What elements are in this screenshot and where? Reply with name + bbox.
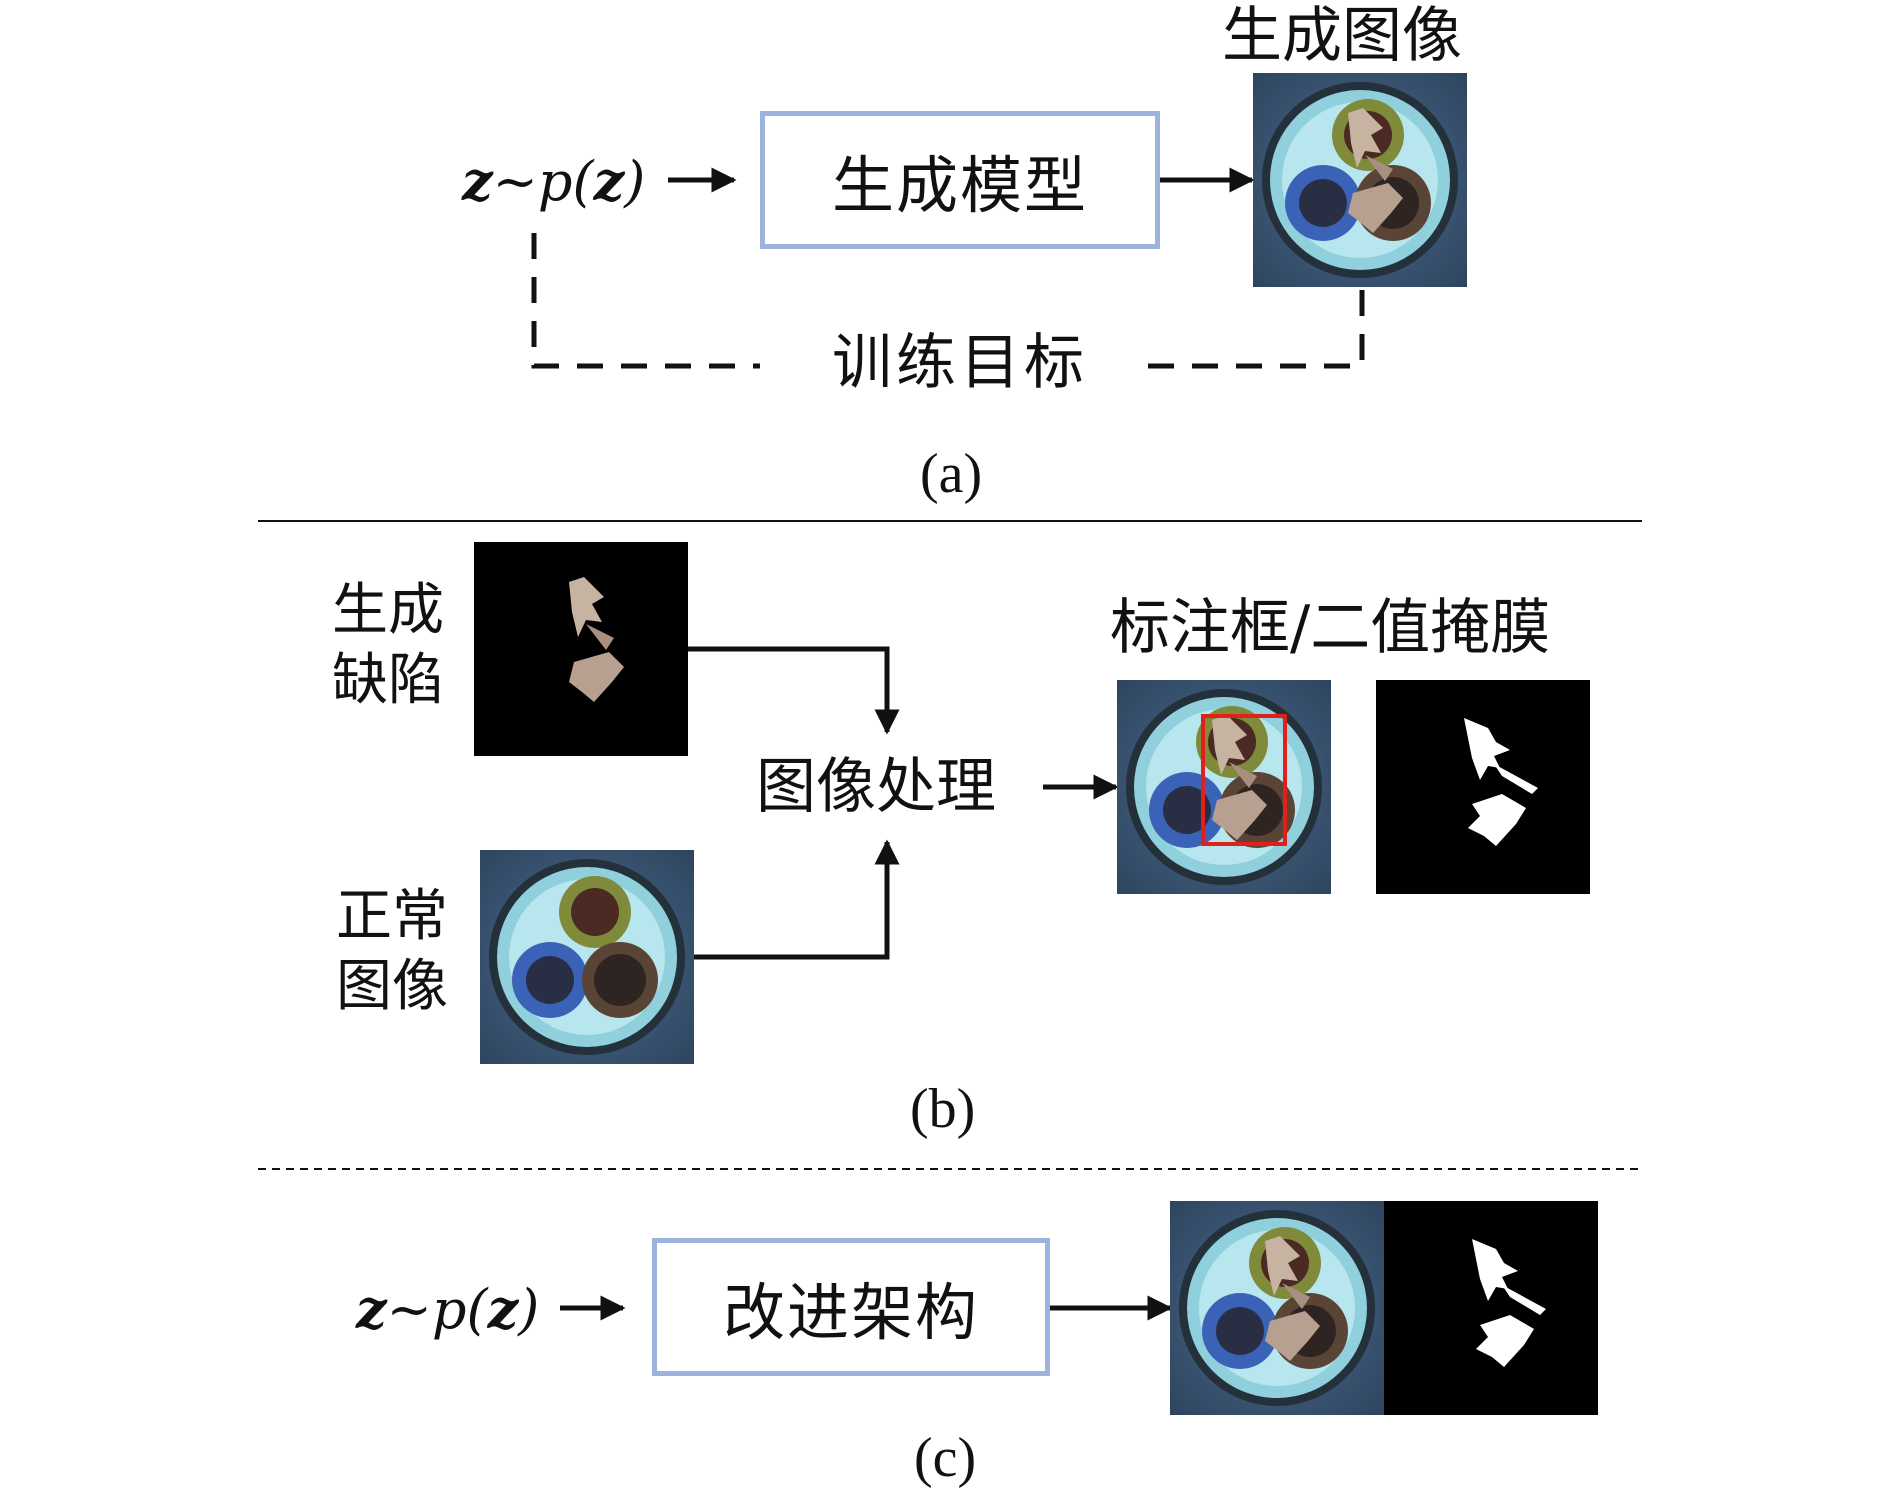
latent-input-c: z~p(z) (356, 1282, 539, 1337)
annotated-image (1117, 680, 1331, 894)
z-symbol: z (593, 149, 625, 213)
z-close: ) (518, 1278, 540, 1341)
generative-model-label: 生成模型 (831, 149, 1088, 222)
caption-b: (b) (910, 1078, 976, 1140)
arrow-down-icon (688, 646, 900, 735)
generative-model-box: 生成模型 (760, 111, 1160, 249)
generated-mask-c (1384, 1201, 1598, 1415)
z-dist: ~p( (386, 1278, 488, 1341)
generated-defect-label: 生成 缺陷 (332, 578, 444, 713)
dashed-feedback-left (531, 233, 760, 369)
normal-image-label: 正常 图像 (336, 884, 448, 1019)
arrow-up-icon (694, 839, 900, 960)
normal-image (480, 850, 694, 1064)
binary-mask-image (1376, 680, 1590, 894)
z-close: ) (624, 150, 646, 213)
training-objective-label: 训练目标 (832, 328, 1088, 398)
dashed-feedback-right (1148, 288, 1365, 369)
bounding-box (1201, 714, 1287, 846)
generated-image-a (1253, 73, 1467, 287)
caption-a: (a) (920, 443, 983, 505)
defect-image (474, 542, 688, 756)
improved-architecture-box: 改进架构 (652, 1238, 1050, 1376)
z-symbol: z (356, 1277, 387, 1341)
improved-architecture-label: 改进架构 (722, 1276, 979, 1349)
generated-image-label: 生成图像 (1222, 1, 1462, 71)
z-symbol: z (462, 149, 493, 213)
image-processing-label: 图像处理 (756, 752, 996, 822)
latent-input-a: z~p(z) (462, 154, 645, 209)
z-symbol: z (487, 1277, 519, 1341)
annotation-label: 标注框/二值掩膜 (1110, 593, 1551, 663)
generated-image-c (1170, 1201, 1384, 1415)
caption-c: (c) (914, 1427, 977, 1489)
z-dist: ~p( (492, 150, 594, 213)
